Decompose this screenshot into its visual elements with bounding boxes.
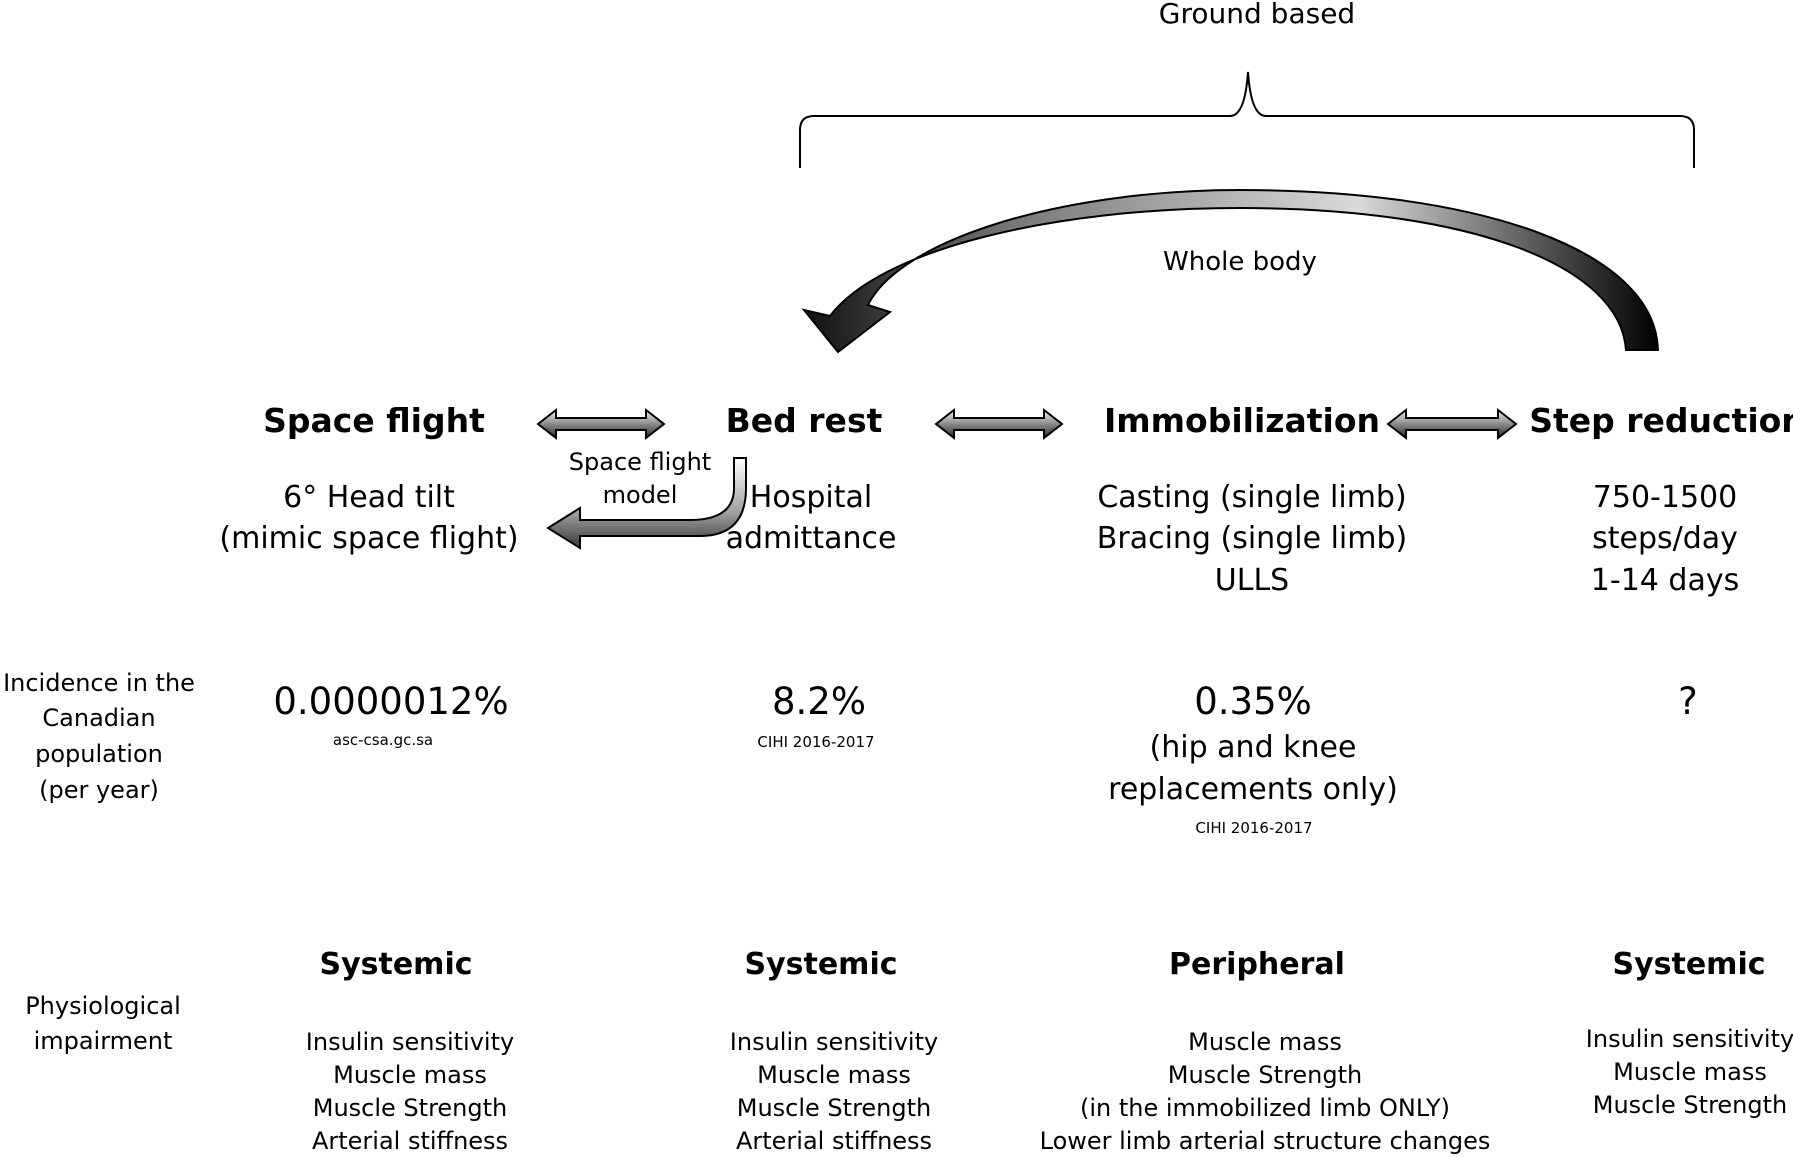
step-reduction-impairment-1: Insulin sensitivity	[1585, 1025, 1793, 1053]
step-reduction-detail-1: 750-1500	[1592, 480, 1738, 515]
bed-rest-incidence: 8.2%	[772, 680, 866, 723]
step-reduction-impairment-3: Muscle Strength	[1592, 1091, 1788, 1119]
incidence-label-line4: (per year)	[39, 776, 159, 804]
step-reduction-detail-3: 1-14 days	[1590, 563, 1740, 598]
bed-rest-impairment-1: Insulin sensitivity	[729, 1028, 939, 1056]
bed-rest-impairment-4: Arterial stiffness	[735, 1127, 933, 1155]
impairment-label-line1: Physiological	[25, 992, 181, 1020]
bed-rest-impairment-2: Muscle mass	[757, 1061, 911, 1089]
bed-rest-detail-1: Hospital	[749, 480, 873, 515]
immobilization-incidence-note-2: replacements only)	[1108, 772, 1398, 807]
step-reduction-incidence: ?	[1678, 680, 1698, 723]
whole-body-label: Whole body	[1163, 247, 1317, 277]
immobilization-detail-1: Casting (single limb)	[1097, 480, 1407, 515]
space-flight-impairment-3: Muscle Strength	[312, 1094, 508, 1122]
bed-rest-impairment-type: Systemic	[744, 947, 898, 982]
immobilization-detail-2: Bracing (single limb)	[1096, 521, 1408, 556]
immobilization-impairment-type: Peripheral	[1169, 947, 1345, 982]
ground-based-label: Ground based	[1158, 0, 1356, 30]
bed-rest-impairment-3: Muscle Strength	[736, 1094, 932, 1122]
space-flight-model-label-line1: Space flight	[568, 448, 712, 476]
incidence-label-line2: Canadian	[42, 704, 156, 732]
ground-based-brace	[799, 71, 1695, 168]
immobilization-impairment-4: Lower limb arterial structure changes	[1039, 1127, 1491, 1155]
space-flight-incidence: 0.0000012%	[273, 680, 509, 723]
space-flight-source: asc-csa.gc.sa	[332, 731, 434, 749]
double-arrow-spaceflight-bedrest	[536, 407, 666, 441]
space-flight-model-arrow	[546, 457, 747, 550]
column-title-immobilization: Immobilization	[1103, 401, 1381, 440]
step-reduction-impairment-2: Muscle mass	[1613, 1058, 1767, 1086]
impairment-label-line2: impairment	[33, 1027, 173, 1055]
column-title-space-flight: Space flight	[263, 401, 485, 440]
space-flight-model-label-line2: model	[602, 481, 678, 509]
space-flight-impairment-4: Arterial stiffness	[311, 1127, 509, 1155]
double-arrow-bedrest-immobilization	[934, 407, 1064, 441]
immobilization-impairment-3: (in the immobilized limb ONLY)	[1079, 1094, 1451, 1122]
immobilization-impairment-2: Muscle Strength	[1167, 1061, 1363, 1089]
space-flight-detail-2: (mimic space flight)	[219, 521, 519, 556]
immobilization-detail-3: ULLS	[1214, 563, 1290, 598]
column-title-step-reduction: Step reduction	[1529, 401, 1793, 440]
double-arrow-immobilization-stepreduction	[1386, 407, 1518, 441]
incidence-label-line1: Incidence in the	[3, 669, 195, 697]
column-title-bed-rest: Bed rest	[725, 401, 883, 440]
whole-body-curved-arrow	[801, 188, 1660, 354]
space-flight-impairment-type: Systemic	[319, 947, 473, 982]
space-flight-impairment-2: Muscle mass	[333, 1061, 487, 1089]
step-reduction-detail-2: steps/day	[1592, 521, 1738, 556]
bed-rest-detail-2: admittance	[725, 521, 897, 556]
immobilization-source: CIHI 2016-2017	[1195, 819, 1313, 837]
immobilization-incidence: 0.35%	[1194, 680, 1312, 723]
immobilization-impairment-1: Muscle mass	[1188, 1028, 1342, 1056]
incidence-label-line3: population	[35, 740, 163, 768]
space-flight-detail-1: 6° Head tilt	[283, 480, 455, 515]
step-reduction-impairment-type: Systemic	[1612, 947, 1766, 982]
space-flight-impairment-1: Insulin sensitivity	[305, 1028, 515, 1056]
bed-rest-source: CIHI 2016-2017	[757, 733, 875, 751]
immobilization-incidence-note-1: (hip and knee	[1149, 730, 1357, 765]
